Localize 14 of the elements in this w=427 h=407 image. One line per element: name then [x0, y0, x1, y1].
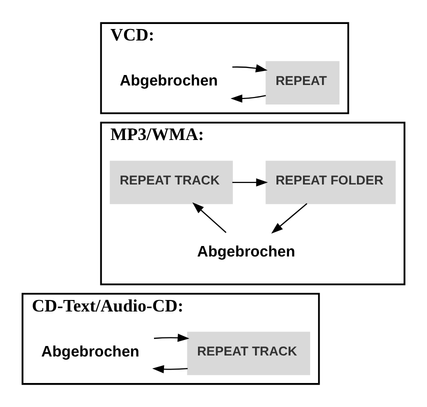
node-text: Abgebrochen: [41, 343, 140, 360]
node-box: REPEAT TRACK: [187, 332, 310, 376]
arrow: [192, 202, 226, 233]
arrow: [232, 178, 268, 187]
node-text: Abgebrochen: [197, 244, 296, 261]
arrow: [271, 203, 308, 234]
arrow: [232, 64, 268, 72]
node-text: Abgebrochen: [120, 72, 218, 90]
arrow: [230, 94, 266, 103]
node-box: REPEAT TRACK: [110, 160, 233, 204]
arrow: [154, 334, 190, 342]
node-box: REPEAT: [266, 61, 340, 104]
node-box: REPEAT FOLDER: [266, 160, 396, 204]
arrow: [152, 365, 188, 374]
